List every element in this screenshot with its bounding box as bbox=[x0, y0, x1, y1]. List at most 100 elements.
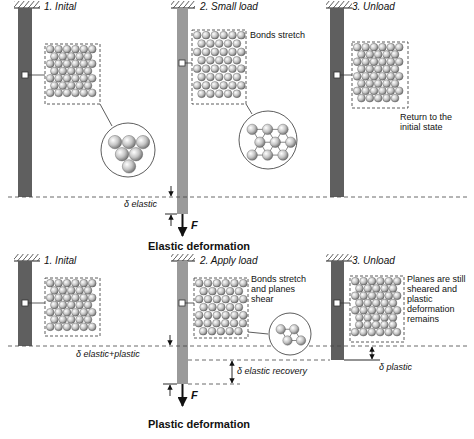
atom bbox=[207, 40, 215, 48]
atom bbox=[202, 65, 210, 73]
atom bbox=[209, 287, 217, 295]
atom bbox=[224, 40, 232, 48]
atom bbox=[366, 80, 374, 88]
atom bbox=[46, 45, 54, 53]
atom bbox=[202, 81, 210, 89]
atom bbox=[224, 73, 232, 81]
atom bbox=[55, 308, 63, 316]
atom bbox=[129, 148, 142, 161]
atom bbox=[233, 56, 241, 64]
atom bbox=[46, 89, 54, 97]
atom bbox=[213, 311, 221, 319]
atom bbox=[372, 285, 380, 293]
atom bbox=[366, 65, 374, 73]
atom bbox=[362, 58, 370, 66]
atom bbox=[368, 292, 376, 300]
atom bbox=[193, 65, 201, 73]
atom bbox=[72, 45, 80, 53]
atom bbox=[88, 279, 96, 287]
atom bbox=[51, 316, 59, 324]
atom bbox=[63, 308, 71, 316]
atom bbox=[51, 82, 59, 90]
atom bbox=[198, 56, 206, 64]
atom bbox=[195, 279, 203, 287]
atom bbox=[286, 137, 296, 147]
atom bbox=[67, 67, 75, 75]
atom bbox=[353, 43, 361, 51]
atom bbox=[387, 43, 395, 51]
atom bbox=[379, 43, 387, 51]
atom bbox=[222, 295, 230, 303]
atom bbox=[59, 316, 67, 324]
atom bbox=[88, 74, 96, 82]
atom bbox=[379, 87, 387, 95]
atom bbox=[351, 306, 359, 314]
atom bbox=[355, 321, 363, 329]
atoms bbox=[108, 135, 149, 173]
atom bbox=[381, 299, 389, 307]
atom bbox=[393, 277, 401, 285]
atom bbox=[370, 58, 378, 66]
atom bbox=[231, 279, 239, 287]
atom bbox=[368, 277, 376, 285]
atom bbox=[224, 56, 232, 64]
atom bbox=[72, 323, 80, 331]
callout-note: Planes are still sheared and plastic def… bbox=[407, 274, 471, 324]
atom bbox=[72, 60, 80, 68]
atom bbox=[391, 80, 399, 88]
specimen-bar bbox=[18, 8, 344, 384]
atom bbox=[356, 299, 364, 307]
atom bbox=[374, 94, 382, 102]
atom bbox=[136, 135, 149, 148]
atom bbox=[220, 81, 228, 89]
atom bbox=[377, 292, 385, 300]
atom bbox=[235, 287, 243, 295]
atom bbox=[46, 294, 54, 302]
atom bbox=[374, 51, 382, 59]
atom bbox=[360, 306, 368, 314]
atom bbox=[374, 80, 382, 88]
atom bbox=[270, 137, 280, 147]
atom bbox=[393, 292, 401, 300]
atom bbox=[283, 336, 292, 345]
atom bbox=[364, 299, 372, 307]
atom bbox=[46, 74, 54, 82]
atom bbox=[356, 314, 364, 322]
atom bbox=[46, 279, 54, 287]
atom bbox=[372, 321, 380, 329]
atom bbox=[235, 303, 243, 311]
atom bbox=[88, 45, 96, 53]
atom bbox=[84, 287, 92, 295]
atom bbox=[368, 306, 376, 314]
atom bbox=[224, 90, 232, 98]
atom bbox=[215, 90, 223, 98]
atom bbox=[195, 295, 203, 303]
atom bbox=[370, 72, 378, 80]
atom bbox=[383, 51, 391, 59]
atom bbox=[220, 65, 228, 73]
atom bbox=[207, 90, 215, 98]
atom bbox=[290, 325, 299, 334]
atom bbox=[395, 72, 403, 80]
atom bbox=[200, 303, 208, 311]
dimension-label: δ elastic+plastic bbox=[76, 349, 140, 359]
atom bbox=[237, 31, 245, 39]
atom bbox=[233, 40, 241, 48]
atom bbox=[387, 87, 395, 95]
callout-note: Bonds stretch bbox=[250, 30, 306, 40]
atom bbox=[239, 319, 247, 327]
atom bbox=[108, 135, 121, 148]
atom bbox=[80, 323, 88, 331]
atom bbox=[80, 294, 88, 302]
atom bbox=[233, 90, 241, 98]
atom bbox=[80, 60, 88, 68]
atom bbox=[202, 48, 210, 56]
atom bbox=[362, 43, 370, 51]
atom bbox=[72, 89, 80, 97]
atom bbox=[51, 53, 59, 61]
atom bbox=[217, 303, 225, 311]
atom bbox=[63, 89, 71, 97]
panel-title: 1. Inital bbox=[44, 1, 76, 12]
atom bbox=[296, 336, 305, 345]
atom bbox=[55, 279, 63, 287]
